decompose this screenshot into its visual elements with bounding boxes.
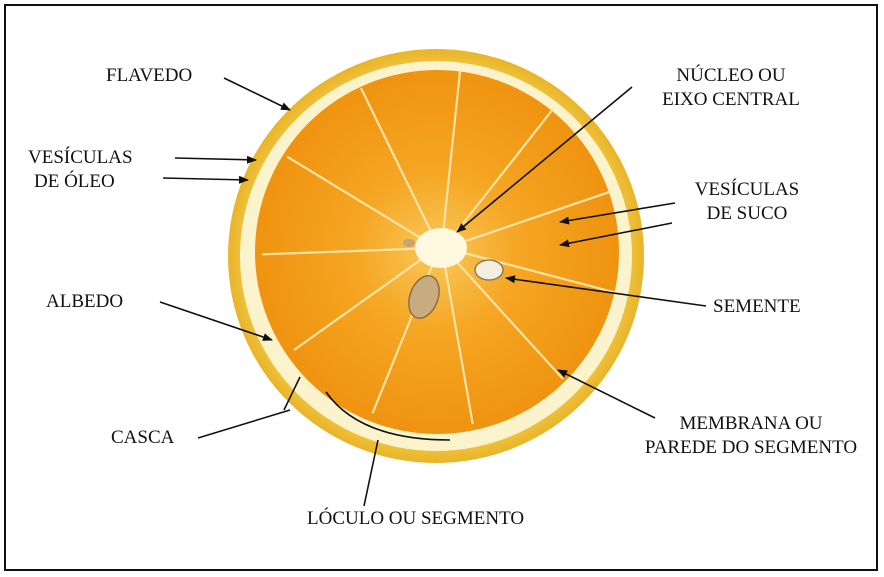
- orange-slice: [228, 49, 644, 463]
- label-casca: CASCA: [111, 426, 174, 450]
- label-nucleo-eixo-central: NÚCLEO OU EIXO CENTRAL: [641, 64, 821, 112]
- label-vesiculas-de-oleo: VESÍCULAS DE ÓLEO: [28, 146, 133, 194]
- label-loculo-segmento: LÓCULO OU SEGMENTO: [307, 507, 524, 531]
- seed-small: [403, 239, 415, 247]
- label-membrana-parede: MEMBRANA OU PAREDE DO SEGMENTO: [622, 412, 880, 460]
- seed-right: [475, 260, 503, 280]
- central-core: [415, 228, 467, 268]
- vesiculas-oleo-arrow-1: [175, 158, 256, 160]
- label-vesiculas-de-suco: VESÍCULAS DE SUCO: [672, 178, 822, 226]
- flavedo-arrow: [224, 78, 290, 110]
- vesiculas-oleo-arrow-2: [163, 178, 248, 180]
- label-semente: SEMENTE: [713, 295, 801, 319]
- casca-line: [198, 410, 290, 438]
- label-albedo: ALBEDO: [46, 290, 123, 314]
- label-flavedo: FLAVEDO: [106, 64, 192, 88]
